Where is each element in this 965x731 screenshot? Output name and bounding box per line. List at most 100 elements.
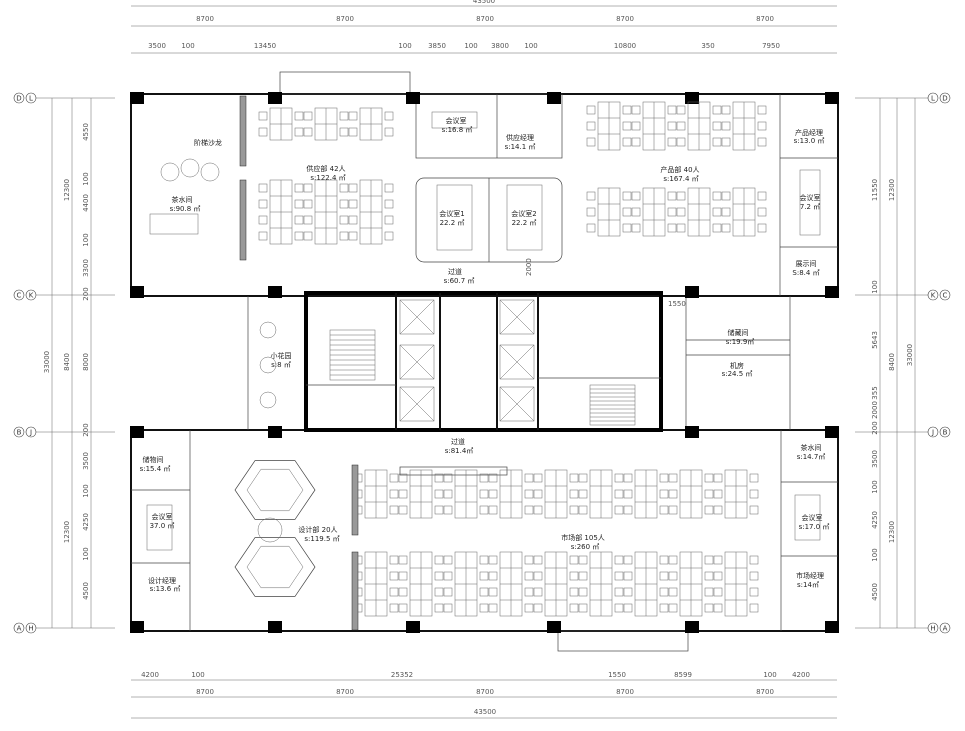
chair — [434, 489, 444, 499]
column — [825, 92, 839, 104]
axis-label: B — [17, 429, 22, 437]
chair — [348, 215, 358, 225]
hexagonal-workstation — [234, 460, 316, 520]
chair — [713, 505, 723, 515]
chair — [622, 105, 632, 115]
chair — [479, 489, 489, 499]
chair — [614, 603, 624, 613]
room-name: 过道 — [451, 437, 465, 446]
chair — [348, 111, 358, 121]
chair — [659, 555, 669, 565]
chair — [479, 571, 489, 581]
chair — [443, 555, 453, 565]
chair — [348, 231, 358, 241]
room-area: s:16.8 ㎡ — [442, 126, 473, 134]
chair — [586, 105, 596, 115]
chair — [749, 587, 759, 597]
chair — [749, 603, 759, 613]
dim-text: 3500 — [82, 452, 90, 470]
chair — [704, 571, 714, 581]
dim-bottom-detail: 1550 — [608, 671, 626, 679]
chair — [749, 555, 759, 565]
elevator — [499, 386, 535, 422]
column — [130, 92, 144, 104]
chair — [389, 603, 399, 613]
chair — [614, 489, 624, 499]
chair — [676, 105, 686, 115]
chair — [623, 603, 633, 613]
chair — [294, 183, 304, 193]
table — [146, 504, 173, 551]
axis-label: K — [29, 292, 34, 300]
room-name: 会议室 — [446, 116, 467, 125]
chair — [443, 473, 453, 483]
chair — [586, 137, 596, 147]
chair — [533, 505, 543, 515]
column — [685, 286, 699, 298]
table — [431, 111, 478, 129]
dim-top-detail: 3850 — [428, 42, 446, 50]
room-area: s:8 ㎡ — [271, 361, 291, 369]
axis-label: A — [943, 625, 948, 633]
chair — [623, 473, 633, 483]
chair — [303, 183, 313, 193]
chair — [479, 473, 489, 483]
chair — [704, 473, 714, 483]
chair — [623, 555, 633, 565]
dim-bottom-bay: 8700 — [336, 688, 354, 696]
chair — [488, 603, 498, 613]
dim-text: 100 — [871, 548, 879, 561]
chair — [389, 571, 399, 581]
dim-text: 355 — [871, 386, 879, 399]
chair — [668, 473, 678, 483]
dim-bottom-detail: 100 — [191, 671, 204, 679]
dim-top-detail: 100 — [464, 42, 477, 50]
column — [268, 92, 282, 104]
axis-bubble — [13, 426, 25, 438]
elevator — [399, 299, 435, 335]
dim-top-detail: 3500 — [148, 42, 166, 50]
elevator-cross — [399, 344, 435, 380]
chair — [721, 207, 731, 217]
chair — [339, 111, 349, 121]
chair — [488, 489, 498, 499]
chair — [659, 473, 669, 483]
dim-text: 200 — [82, 287, 90, 300]
chair — [479, 505, 489, 515]
dim-text: 3300 — [82, 259, 90, 277]
chair — [488, 555, 498, 565]
chair — [704, 555, 714, 565]
hexagonal-workstation-inner — [246, 468, 304, 512]
chair — [578, 489, 588, 499]
chair — [622, 121, 632, 131]
chair — [757, 207, 767, 217]
room-area: s:90.8 ㎡ — [170, 205, 201, 213]
room-name: 供应经理 — [506, 133, 534, 142]
dim-bottom-detail: 25352 — [391, 671, 413, 679]
dim-text: 12300 — [888, 179, 896, 201]
chair — [586, 223, 596, 233]
room-name: 展示间 — [796, 260, 817, 268]
room-area: s:122.4 ㎡ — [310, 174, 345, 182]
chair — [631, 207, 641, 217]
axis-label: C — [17, 292, 22, 300]
dim-top-bay: 8700 — [616, 15, 634, 23]
chair — [479, 587, 489, 597]
dim-bottom-detail: 4200 — [792, 671, 810, 679]
dim-bottom-detail: 100 — [763, 671, 776, 679]
dim-text: 4250 — [82, 513, 90, 531]
column — [268, 426, 282, 438]
room-area: s:260 ㎡ — [571, 543, 600, 551]
room-area: s:60.7 ㎡ — [444, 277, 475, 285]
planter-strip — [239, 95, 247, 167]
chair — [704, 587, 714, 597]
chair — [533, 603, 543, 613]
chair — [622, 207, 632, 217]
room-area: s:24.5 ㎡ — [722, 370, 753, 378]
column — [825, 621, 839, 633]
dim-inner: 1550 — [668, 300, 686, 308]
chair — [569, 505, 579, 515]
column — [825, 286, 839, 298]
chair — [749, 505, 759, 515]
chair — [721, 105, 731, 115]
